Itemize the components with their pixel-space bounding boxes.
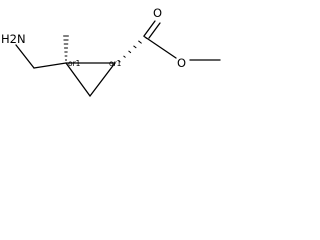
bond-ring-ch2-to-ring-carbon	[89, 62, 116, 97]
bond-amine-ch2	[15, 44, 35, 69]
ester-oxygen-label: O	[177, 56, 186, 70]
stereo-label-ring-carbon: or1	[109, 59, 122, 68]
chemical-structure-diagram: H2N O O or1 or1	[1, 6, 221, 97]
stereo-label-quaternary-carbon: or1	[68, 59, 81, 68]
amine-label: H2N	[1, 32, 26, 46]
hashed-wedge-bond-methyl	[63, 35, 69, 61]
bond-ch2-quaternary-carbon	[33, 62, 67, 69]
bond-ring-quaternary-to-ch2	[65, 62, 91, 97]
hashed-wedge-bond-carbonyl	[118, 35, 148, 63]
carbonyl-oxygen-label: O	[153, 6, 162, 20]
bond-carbonyl-double-a	[143, 20, 156, 37]
bond-carbonyl-double-b	[148, 22, 161, 39]
bond-carbonyl-to-ester-oxygen	[144, 36, 177, 59]
